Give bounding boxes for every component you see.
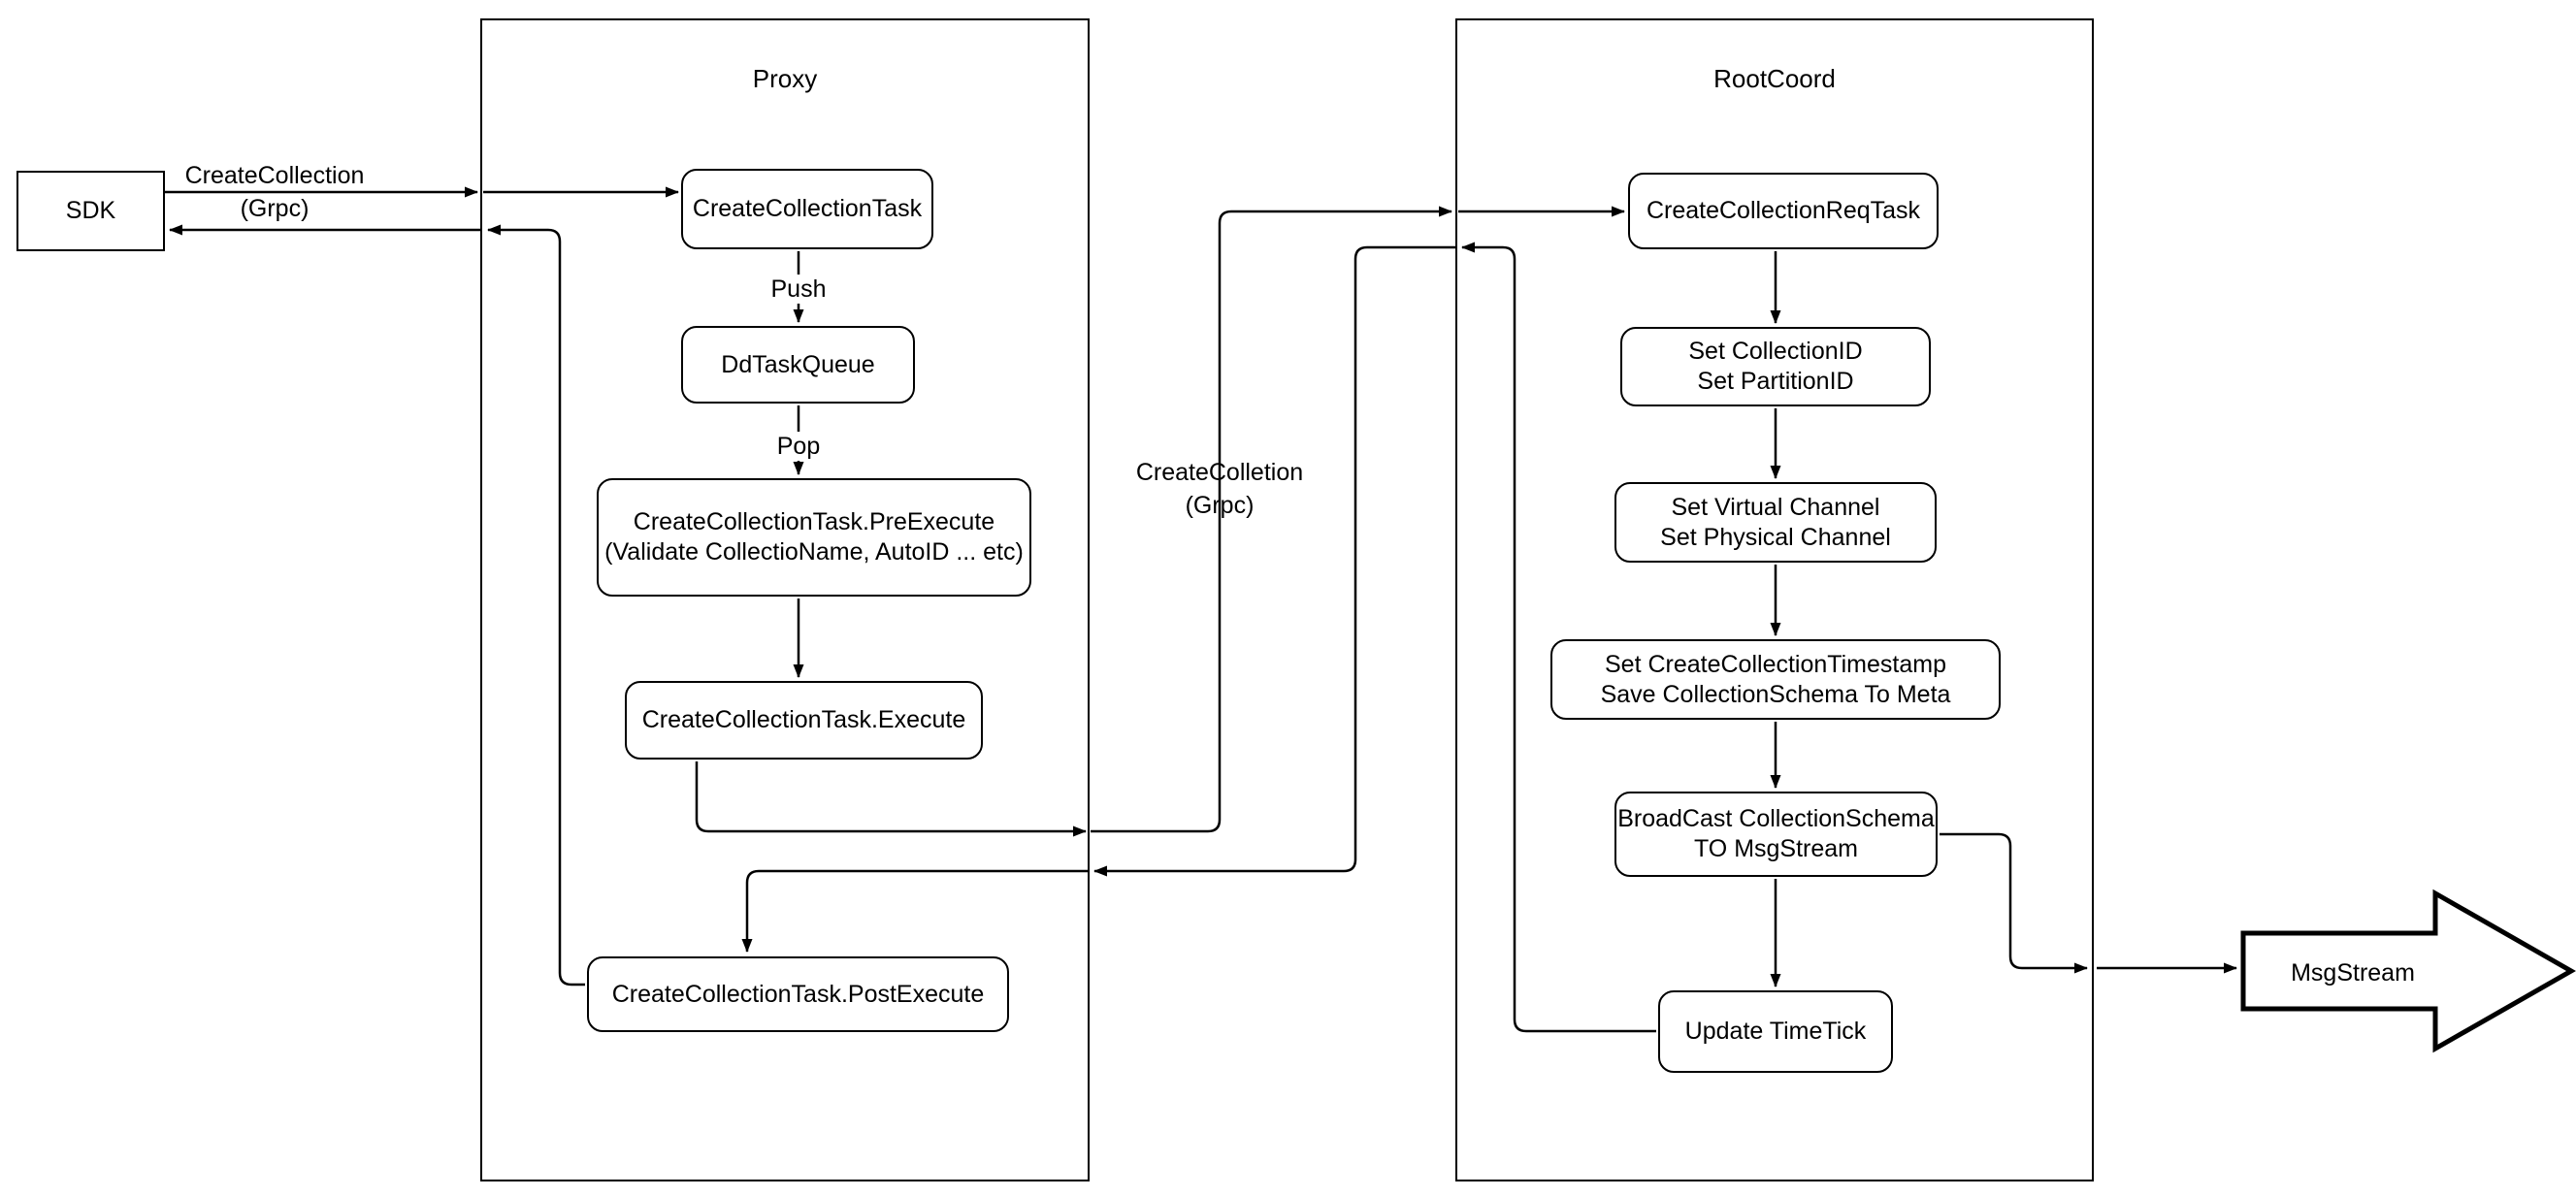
node-preexecute-line1: CreateCollectionTask.PreExecute (633, 508, 995, 535)
node-set-timestamp-line1: Set CreateCollectionTimestamp (1605, 650, 1946, 678)
node-update-timetick: Update TimeTick (1658, 990, 1893, 1073)
node-create-collection-task-label: CreateCollectionTask (692, 195, 923, 222)
node-broadcast-line1: BroadCast CollectionSchema (1617, 805, 1935, 832)
edge-updatetimetick-return (1461, 242, 1656, 1033)
node-preexecute: CreateCollectionTask.PreExecute (Validat… (597, 478, 1031, 597)
node-postexecute: CreateCollectionTask.PostExecute (587, 956, 1009, 1032)
node-broadcast: BroadCast CollectionSchema TO MsgStream (1614, 792, 1938, 877)
node-postexecute-label: CreateCollectionTask.PostExecute (611, 980, 985, 1008)
node-set-channels-line1: Set Virtual Channel (1671, 493, 1880, 521)
container-proxy: Proxy (480, 18, 1090, 1181)
node-set-timestamp-line2: Save CollectionSchema To Meta (1600, 680, 1951, 708)
edge-return-to-proxy-border (1093, 245, 1455, 877)
node-dd-task-queue: DdTaskQueue (681, 326, 915, 404)
edge-return-to-postexecute (741, 869, 1088, 953)
node-execute-label: CreateCollectionTask.Execute (641, 706, 966, 733)
node-update-timetick-label: Update TimeTick (1684, 1018, 1867, 1045)
node-set-ids-line2: Set PartitionID (1697, 368, 1854, 395)
node-set-ids-label: Set CollectionID Set PartitionID (1688, 337, 1862, 397)
node-create-collection-req-task-label: CreateCollectionReqTask (1646, 197, 1921, 224)
edge-postexecute-to-proxy-border (487, 224, 585, 987)
node-execute: CreateCollectionTask.Execute (625, 681, 983, 760)
container-proxy-title: Proxy (752, 64, 818, 93)
node-set-channels-label: Set Virtual Channel Set Physical Channel (1660, 493, 1891, 553)
node-create-collection-req-task: CreateCollectionReqTask (1628, 173, 1939, 249)
container-rootcoord: RootCoord (1455, 18, 2094, 1181)
node-preexecute-line2: (Validate CollectioName, AutoID ... etc) (604, 538, 1024, 566)
node-sdk-label: SDK (65, 197, 116, 224)
node-set-channels-line2: Set Physical Channel (1660, 523, 1891, 551)
node-broadcast-line2: TO MsgStream (1693, 835, 1859, 862)
node-broadcast-label: BroadCast CollectionSchema TO MsgStream (1617, 804, 1935, 864)
node-dd-task-queue-label: DdTaskQueue (721, 350, 875, 378)
edge-execute-to-proxy-border (695, 761, 1087, 837)
node-set-timestamp: Set CreateCollectionTimestamp Save Colle… (1550, 639, 2001, 720)
edge-broadcast-to-rootcoord-border (1940, 832, 2088, 974)
edge-grpc-to-rootcoord-border (1091, 206, 1452, 833)
node-set-timestamp-label: Set CreateCollectionTimestamp Save Colle… (1601, 650, 1951, 710)
node-sdk: SDK (16, 171, 165, 251)
node-set-ids: Set CollectionID Set PartitionID (1620, 327, 1931, 406)
node-create-collection-task: CreateCollectionTask (681, 169, 933, 249)
container-rootcoord-title: RootCoord (1713, 64, 1836, 93)
node-preexecute-label: CreateCollectionTask.PreExecute (Validat… (604, 507, 1024, 567)
node-set-channels: Set Virtual Channel Set Physical Channel (1614, 482, 1937, 563)
msgstream-arrow-shape (2240, 889, 2576, 1053)
node-set-ids-line1: Set CollectionID (1688, 338, 1863, 365)
